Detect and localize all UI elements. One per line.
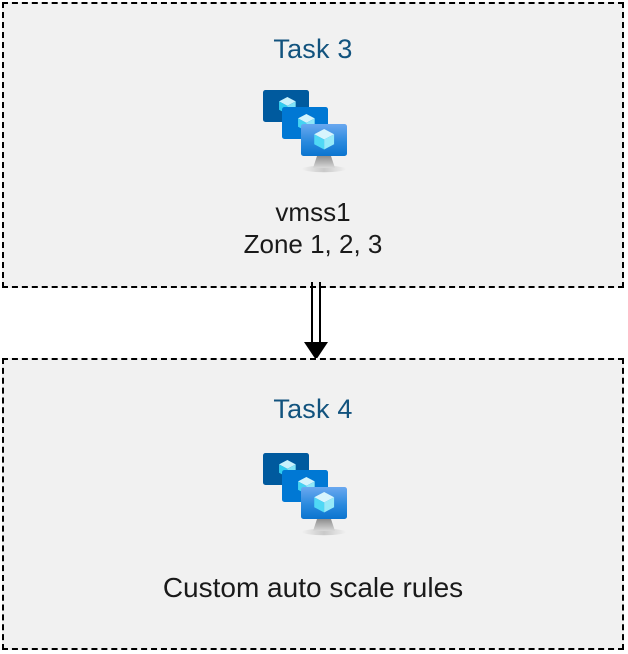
task-caption: vmss1 Zone 1, 2, 3 [243,197,383,259]
vmss-icon [263,90,347,173]
task-title: Task 4 [273,394,353,424]
task-box-task3[interactable]: Task 3 [2,2,624,288]
task-box-task4[interactable]: Task 4 [2,358,624,650]
task-title: Task 3 [273,34,353,64]
connector-arrow [304,282,328,360]
vmss-icon [263,453,347,536]
task-caption: Custom auto scale rules [162,572,464,603]
